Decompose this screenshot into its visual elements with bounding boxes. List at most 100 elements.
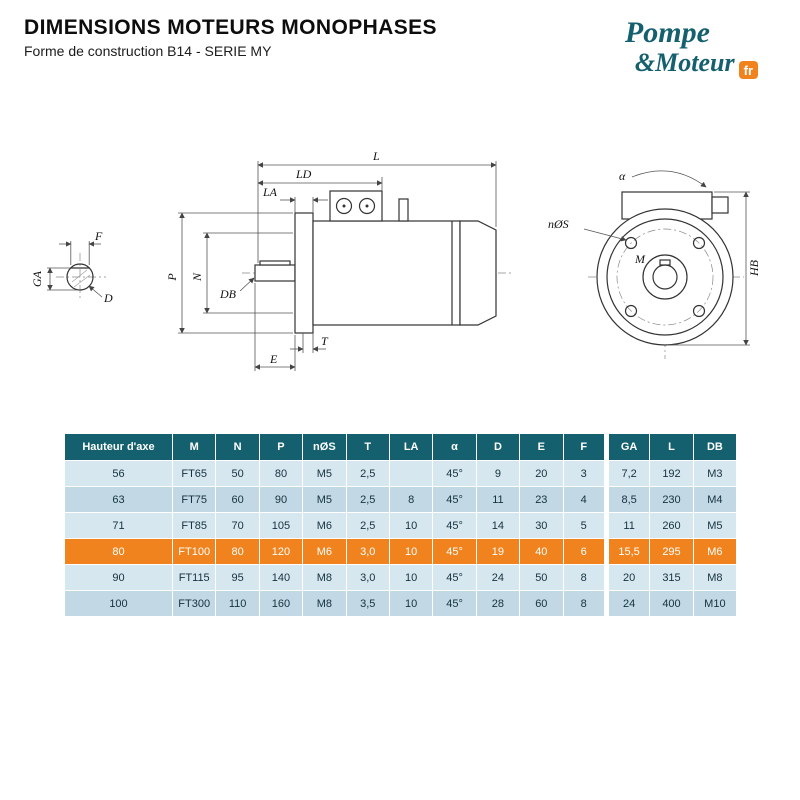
table-cell: 80 [258, 460, 304, 487]
table-cell: 24 [603, 590, 651, 617]
table-cell: 10 [388, 538, 434, 565]
dim-label-LA: LA [262, 185, 278, 199]
column-header-N: N [215, 433, 260, 461]
technical-drawing: F GA D [30, 149, 761, 371]
table-cell: 45° [432, 460, 477, 487]
table-cell: M6 [302, 512, 347, 539]
table-cell: 4 [562, 486, 607, 513]
table-cell: M4 [692, 486, 738, 513]
column-header-M: M [171, 433, 217, 461]
table-cell: 315 [649, 564, 694, 591]
table-cell: 80 [64, 538, 173, 565]
table-cell: 60 [519, 590, 564, 617]
table-cell: 10 [388, 590, 434, 617]
dim-label-HB: HB [747, 259, 761, 277]
table-cell: 11 [603, 512, 651, 539]
table-cell: 45° [432, 512, 477, 539]
column-header-F: F [562, 433, 607, 461]
table-cell: 2,5 [345, 512, 390, 539]
table-cell: 8 [388, 486, 434, 513]
table-cell: 3 [562, 460, 607, 487]
table-cell: 400 [649, 590, 694, 617]
table-cell: 105 [258, 512, 304, 539]
table-cell: M5 [302, 460, 347, 487]
dim-label-nos: nØS [548, 217, 569, 231]
table-cell: 3,0 [345, 564, 390, 591]
technical-drawing-area: F GA D [0, 137, 800, 387]
table-cell: 10 [388, 564, 434, 591]
column-header-P: P [258, 433, 304, 461]
column-header-E: E [519, 433, 564, 461]
table-cell: 11 [475, 486, 521, 513]
table-cell: 9 [475, 460, 521, 487]
table-cell: M6 [692, 538, 738, 565]
table-cell: 90 [258, 486, 304, 513]
dim-label-L: L [372, 149, 380, 163]
table-cell: 95 [215, 564, 260, 591]
table-cell: 230 [649, 486, 694, 513]
table-cell: 19 [475, 538, 521, 565]
table-cell: M6 [302, 538, 347, 565]
table-cell: 160 [258, 590, 304, 617]
table-cell: 295 [649, 538, 694, 565]
column-header-L: L [649, 433, 694, 461]
column-header-α: α [432, 433, 477, 461]
table-cell: 90 [64, 564, 173, 591]
table-cell: M8 [692, 564, 738, 591]
table-cell: 40 [519, 538, 564, 565]
logo-text-moteur: &Moteur [634, 48, 735, 77]
table-cell: M8 [302, 564, 347, 591]
table-cell: 23 [519, 486, 564, 513]
table-cell: M5 [692, 512, 738, 539]
table-cell: 7,2 [603, 460, 651, 487]
dim-label-N: N [190, 272, 204, 282]
dim-label-GA: GA [30, 270, 44, 287]
motor-side-view: L LD LA P N [165, 149, 512, 371]
table-cell: 50 [215, 460, 260, 487]
table-cell: 28 [475, 590, 521, 617]
dim-label-M: M [634, 252, 646, 266]
table-cell: 50 [519, 564, 564, 591]
table-cell: 20 [519, 460, 564, 487]
dim-label-T: T [321, 334, 329, 348]
table-cell: 5 [562, 512, 607, 539]
table-cell: M10 [692, 590, 738, 617]
table-cell: M8 [302, 590, 347, 617]
table-cell: 24 [475, 564, 521, 591]
table-cell: 80 [215, 538, 260, 565]
table-cell: 110 [215, 590, 260, 617]
flange-front-view: α nØS M HB [548, 169, 761, 359]
column-header-LA: LA [388, 433, 434, 461]
table-cell: 8 [562, 564, 607, 591]
page-header: DIMENSIONS MOTEURS MONOPHASES Forme de c… [0, 0, 800, 59]
logo-text-line1: Pompe [624, 16, 710, 49]
table-cell: 8,5 [603, 486, 651, 513]
page-subtitle: Forme de construction B14 - SERIE MY [24, 43, 272, 59]
table-cell: FT75 [171, 486, 217, 513]
dim-label-P: P [165, 273, 179, 282]
table-cell: 71 [64, 512, 173, 539]
table-cell: 56 [64, 460, 173, 487]
dim-label-F: F [94, 229, 103, 243]
page-title: DIMENSIONS MOTEURS MONOPHASES [24, 16, 437, 39]
table-cell: 20 [603, 564, 651, 591]
table-cell: FT100 [171, 538, 217, 565]
table-cell: 192 [649, 460, 694, 487]
shaft-section-drawing: F GA D [30, 229, 113, 305]
table-cell: 30 [519, 512, 564, 539]
table-cell: 140 [258, 564, 304, 591]
table-cell [388, 460, 434, 487]
dim-label-DB: DB [219, 287, 237, 301]
table-cell: 100 [64, 590, 173, 617]
table-cell: 70 [215, 512, 260, 539]
table-cell: 15,5 [603, 538, 651, 565]
